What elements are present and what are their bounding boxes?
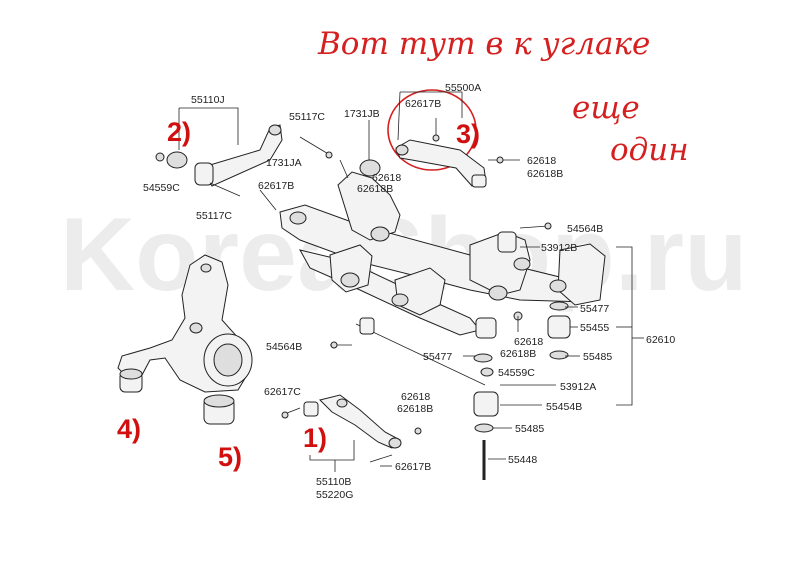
- bushing-2: [166, 151, 188, 169]
- upper-arm-55500A: [395, 118, 520, 188]
- label-62617B-mid: 62617B: [258, 180, 294, 192]
- label-55477-left: 55477: [423, 351, 452, 363]
- label-54559C-bot: 54559C: [498, 367, 535, 379]
- label-62618-a: 62618: [372, 172, 401, 184]
- upper-arm-55110J: [155, 124, 333, 197]
- callout-1: 1): [303, 423, 327, 453]
- label-55477-right: 55477: [580, 303, 609, 315]
- bushing-1: [303, 401, 319, 417]
- part-labels: 55110J 55117C 1731JB 55500A 62617B 54559…: [143, 82, 675, 501]
- mount-stack: [330, 222, 571, 480]
- callout-4: 4): [117, 414, 141, 444]
- handwritten-note: Вот тут в к углаке еще один: [317, 26, 689, 168]
- label-55448: 55448: [508, 454, 537, 466]
- lower-arm-55110B: [281, 394, 422, 463]
- label-62618-d: 62618: [401, 391, 430, 403]
- label-53912B: 53912B: [541, 242, 577, 254]
- label-62618B-c: 62618B: [500, 348, 536, 360]
- label-53912A: 53912A: [560, 381, 596, 393]
- label-62610: 62610: [646, 334, 675, 346]
- callout-2: 2): [167, 117, 191, 147]
- label-62618B-a: 62618B: [357, 183, 393, 195]
- label-1731JB: 1731JB: [344, 108, 380, 120]
- leader-lines: [178, 91, 644, 472]
- label-55454B: 55454B: [546, 401, 582, 413]
- label-62617C: 62617C: [264, 386, 301, 398]
- label-55500A: 55500A: [445, 82, 481, 94]
- note-line-3: один: [610, 132, 689, 168]
- label-55485-top: 55485: [583, 351, 612, 363]
- label-62617B-top: 62617B: [405, 98, 441, 110]
- label-62618-c: 62618: [514, 336, 543, 348]
- label-54564B-left: 54564B: [266, 341, 302, 353]
- label-55110B: 55110B: [316, 476, 351, 488]
- label-54559C-top: 54559C: [143, 182, 180, 194]
- label-55117C-top: 55117C: [289, 111, 325, 123]
- note-line-1: Вот тут в к углаке: [317, 26, 650, 62]
- label-55220G: 55220G: [316, 489, 353, 501]
- label-62618B-b: 62618B: [527, 168, 563, 180]
- callout-3: 3): [456, 119, 480, 149]
- label-54564B-right: 54564B: [567, 223, 603, 235]
- bushing-2-sleeve: [194, 162, 214, 186]
- label-55455: 55455: [580, 322, 609, 334]
- callout-5: 5): [218, 442, 242, 472]
- knuckle: [117, 254, 253, 425]
- highlight-circle: [387, 89, 477, 171]
- label-1731JA: 1731JA: [266, 157, 302, 169]
- note-line-2: еще: [572, 90, 640, 126]
- label-62618-b: 62618: [527, 155, 556, 167]
- label-55117C-bot: 55117C: [196, 210, 232, 222]
- label-55485-bot: 55485: [515, 423, 544, 435]
- subframe: [279, 159, 606, 336]
- label-62617B-bot: 62617B: [395, 461, 431, 473]
- label-62618B-d: 62618B: [397, 403, 433, 415]
- callouts: 2) 3) 4) 5) 1): [117, 117, 480, 472]
- label-55110J: 55110J: [191, 94, 225, 106]
